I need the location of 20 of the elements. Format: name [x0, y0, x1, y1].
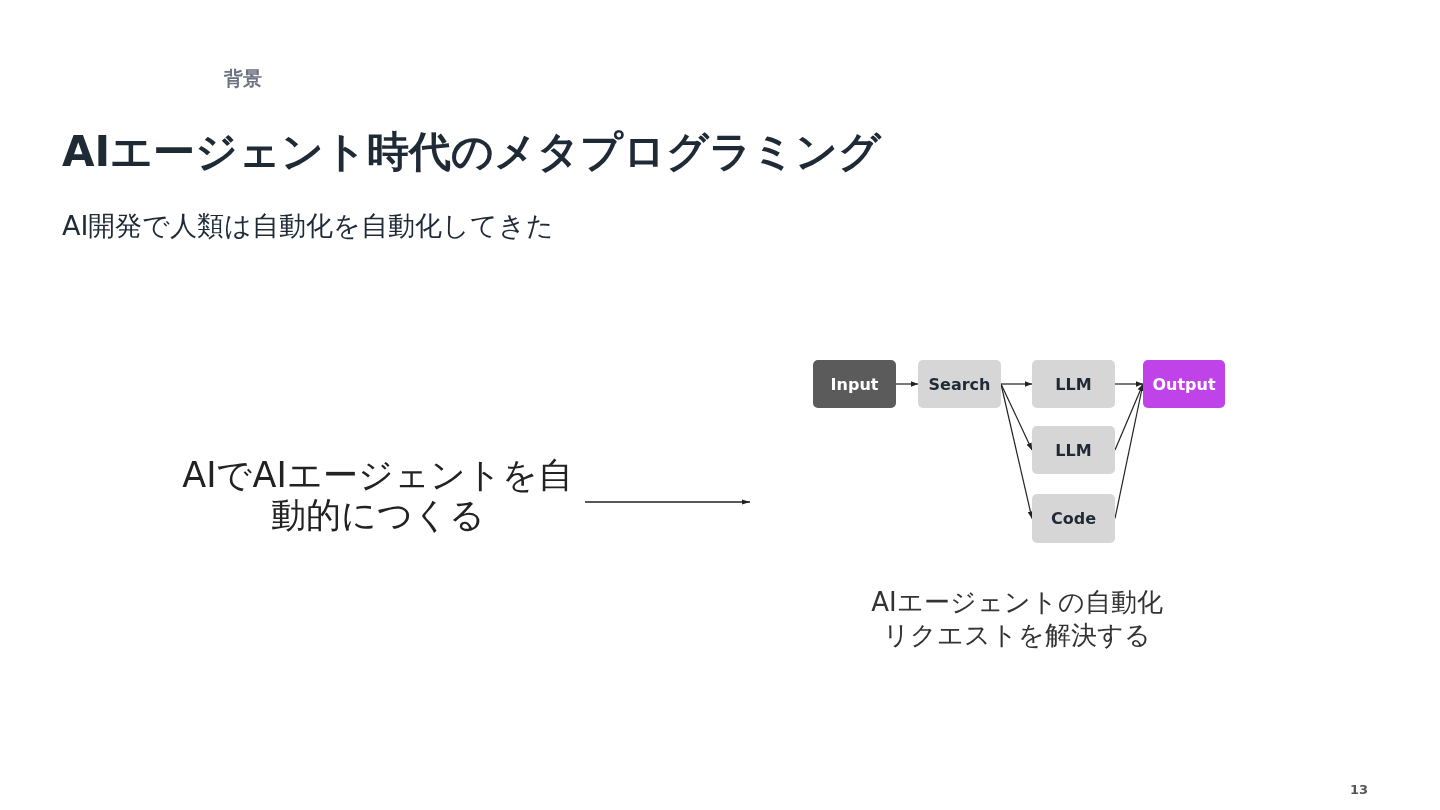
- arrow: [1000, 383, 1034, 520]
- section-label: 背景: [224, 66, 262, 91]
- process-box: Output: [1143, 360, 1225, 408]
- process-box: LLM: [1032, 360, 1115, 408]
- arrow: [895, 381, 919, 387]
- diagram-caption: AIエージェントの自動化リクエストを解決する: [870, 586, 1164, 652]
- arrow: [1114, 383, 1144, 451]
- process-box: Input: [813, 360, 896, 408]
- slide-title: AIエージェント時代のメタプログラミング: [62, 126, 882, 178]
- arrow: [1000, 381, 1033, 387]
- process-box: LLM: [1032, 426, 1115, 474]
- arrow: [1114, 383, 1145, 520]
- subtitle: AI開発で人類は自動化を自動化してきた: [62, 209, 555, 243]
- page-number: 13: [1350, 782, 1369, 797]
- arrow: [1000, 383, 1033, 451]
- arrow: [584, 499, 751, 505]
- process-box: Search: [918, 360, 1001, 408]
- arrow: [1114, 381, 1144, 387]
- process-box: Code: [1032, 494, 1115, 543]
- statement-text: AIでAIエージェントを自動的につくる: [170, 455, 585, 547]
